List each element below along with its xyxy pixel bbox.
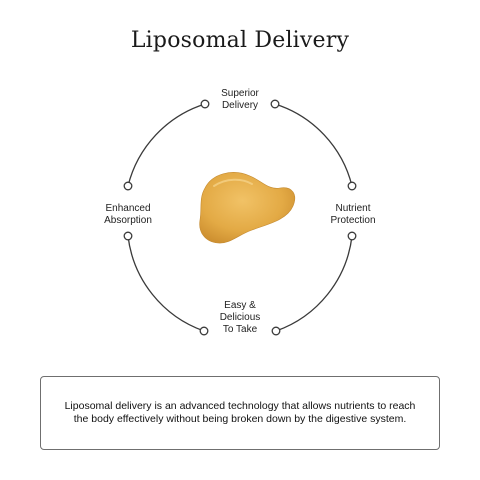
arc-left-top [127,103,206,187]
benefit-line: To Take [222,324,258,335]
node-bottom-right [271,326,281,336]
page-title: Liposomal Delivery [130,28,350,53]
benefit-enhanced-absorption: Enhanced Absorption [78,203,178,227]
node-right-bottom [347,231,357,241]
node-top-left [200,99,210,109]
description-box: Liposomal delivery is an advanced techno… [40,376,440,450]
benefit-easy-to-take: Easy & Delicious To Take [190,300,290,336]
description-text: Liposomal delivery is an advanced techno… [64,400,416,425]
benefit-superior-delivery: Superior Delivery [190,88,290,112]
benefit-line: Delivery [221,100,259,111]
node-bottom-left [199,326,209,336]
circle-nodes [123,99,357,336]
benefit-line: Superior [221,88,259,99]
arc-right-bottom [275,235,353,332]
benefit-line: Absorption [104,215,152,226]
benefit-line: Easy & [224,300,256,311]
arc-bottom-left [127,235,205,332]
benefit-line: Delicious [219,312,261,323]
arc-top-right [274,103,353,187]
node-top-right [270,99,280,109]
gummy-image [199,172,296,244]
node-left-top [123,181,133,191]
benefit-line: Nutrient [335,203,371,214]
node-right-top [347,181,357,191]
benefit-line: Enhanced [105,203,151,214]
benefit-line: Protection [330,215,376,226]
circle-arcs [127,103,353,332]
benefit-nutrient-protection: Nutrient Protection [303,203,403,227]
node-left-bottom [123,231,133,241]
